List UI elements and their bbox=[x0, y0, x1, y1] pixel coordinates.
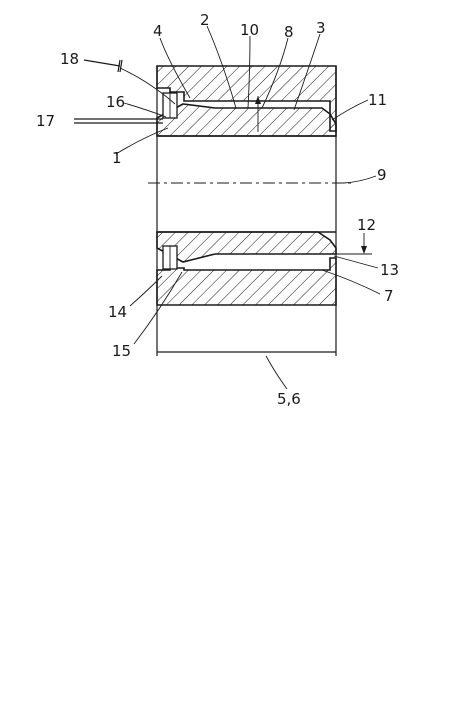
ref-label-10: 10 bbox=[240, 21, 259, 39]
dimension-12-arrow bbox=[336, 233, 372, 255]
body-outline bbox=[156, 66, 337, 356]
upper-wall-section bbox=[156, 65, 337, 137]
ref-label-17: 17 bbox=[36, 112, 55, 130]
ref-label-14: 14 bbox=[108, 303, 127, 321]
ref-label-3: 3 bbox=[316, 19, 326, 37]
element-18-bracket bbox=[83, 59, 123, 73]
lower-outer-housing bbox=[156, 257, 337, 306]
ref-label-2: 2 bbox=[200, 11, 210, 29]
ref-label-18: 18 bbox=[60, 50, 79, 68]
ref-label-15: 15 bbox=[112, 342, 131, 360]
ref-label-5-6: 5,6 bbox=[277, 390, 301, 408]
ref-label-1: 1 bbox=[112, 149, 122, 167]
ref-label-16: 16 bbox=[106, 93, 125, 111]
leader-lines bbox=[115, 25, 381, 390]
ref-label-13: 13 bbox=[380, 261, 399, 279]
lower-wall-section bbox=[156, 231, 337, 306]
ref-label-11: 11 bbox=[368, 91, 387, 109]
ref-label-9: 9 bbox=[377, 166, 387, 184]
ref-label-8: 8 bbox=[284, 23, 294, 41]
ref-label-4: 4 bbox=[153, 22, 163, 40]
ref-label-12: 12 bbox=[357, 216, 376, 234]
ref-label-7: 7 bbox=[384, 287, 394, 305]
lower-inner-sleeve bbox=[156, 231, 337, 263]
upper-inner-sleeve bbox=[156, 103, 337, 137]
element-17-stem bbox=[74, 118, 163, 124]
